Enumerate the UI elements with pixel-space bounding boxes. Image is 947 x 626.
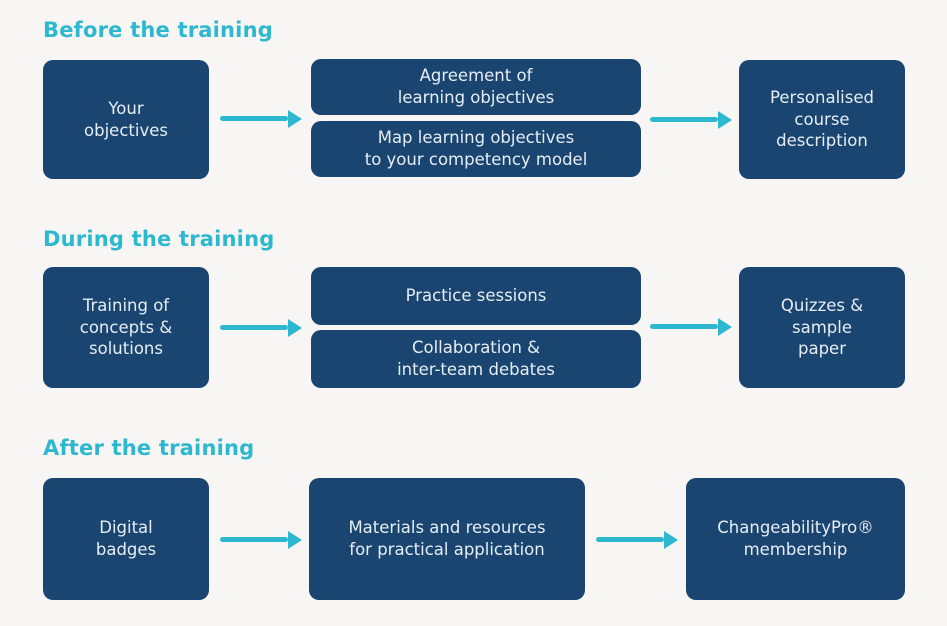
box-label: Digital badges [95, 518, 157, 559]
box-training-of-concepts: Training of concepts & solutions [43, 267, 209, 388]
box-label: Your objectives [84, 98, 168, 140]
box-label: Collaboration & inter-team debates [397, 338, 555, 379]
section-heading-before: Before the training [43, 18, 273, 42]
box-label: Map learning objectives to your competen… [364, 128, 588, 169]
box-label: ChangeabilityPro® membership [717, 518, 874, 559]
box-your-objectives: Your objectives [43, 60, 209, 179]
arrow-right-icon [220, 325, 288, 330]
box-personalised-course-description: Personalised course description [739, 60, 905, 179]
arrow-right-icon [220, 537, 288, 542]
section-heading-after: After the training [43, 436, 255, 460]
box-label: Quizzes & sample paper [780, 295, 864, 359]
box-label: Personalised course description [770, 87, 874, 151]
box-agreement-of-learning-objectives: Agreement of learning objectives [311, 59, 641, 115]
section-heading-during: During the training [43, 227, 275, 251]
box-quizzes-sample-paper: Quizzes & sample paper [739, 267, 905, 388]
arrow-right-icon [650, 324, 718, 329]
box-map-learning-objectives: Map learning objectives to your competen… [311, 121, 641, 177]
box-label: Agreement of learning objectives [397, 66, 555, 107]
arrow-right-icon [596, 537, 664, 542]
box-label: Practice sessions [405, 286, 547, 306]
box-materials-and-resources: Materials and resources for practical ap… [309, 478, 585, 600]
arrow-right-icon [650, 117, 718, 122]
box-collaboration-debates: Collaboration & inter-team debates [311, 330, 641, 388]
box-digital-badges: Digital badges [43, 478, 209, 600]
box-practice-sessions: Practice sessions [311, 267, 641, 325]
box-label: Training of concepts & solutions [79, 295, 173, 359]
arrow-right-icon [220, 116, 288, 121]
box-label: Materials and resources for practical ap… [348, 518, 546, 559]
box-changeabilitypro-membership: ChangeabilityPro® membership [686, 478, 905, 600]
